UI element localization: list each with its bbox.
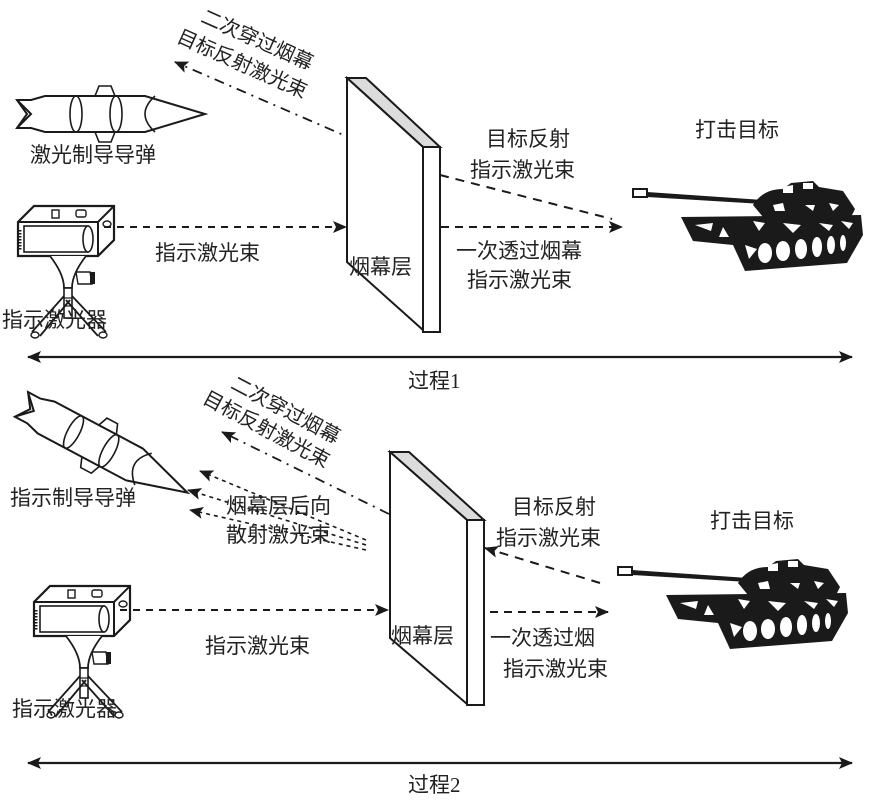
smoke-screen-label: 烟幕层 (391, 624, 454, 648)
process-1-panel: 激光制导导弹 指示激光器 指示激光束 二次穿过烟幕 目标反射激光束 烟幕层 目标… (2, 4, 864, 393)
reflected-label-line1: 目标反射 (486, 127, 570, 151)
smoke-screen-layer (344, 75, 443, 333)
process-2-panel: 指示制导导弹 指示激光器 指示激光束 二次穿过烟幕 目标反射激光束 烟幕层后向 … (7, 371, 853, 797)
designator-label: 指示激光器 (2, 308, 107, 332)
transmitted-label-line2: 指示激光束 (467, 268, 572, 292)
tank-icon (632, 180, 864, 272)
backscatter-label-line2: 散射激光束 (226, 523, 331, 547)
backscatter-label-line1: 烟幕层后向 (226, 494, 331, 518)
missile-label: 指示制导导弹 (10, 486, 136, 510)
designator-label: 指示激光器 (12, 697, 117, 721)
reflected-beam-arrow (484, 546, 601, 584)
smoke-screen-layer (387, 449, 487, 707)
reflected-beam-line (439, 174, 613, 220)
transmitted-label-line2: 指示激光束 (503, 657, 608, 681)
designator-beam-label: 指示激光束 (155, 241, 260, 265)
missile-label: 激光制导导弹 (30, 143, 156, 167)
reflected-label-line2: 指示激光束 (470, 158, 575, 182)
designator-beam-label: 指示激光束 (205, 634, 310, 658)
target-label: 打击目标 (710, 509, 794, 533)
process-1-caption: 过程1 (408, 369, 461, 393)
second-pass-beam-arrow (174, 61, 379, 151)
target-label: 打击目标 (695, 118, 779, 142)
missile-icon (16, 85, 206, 143)
transmitted-label-line1: 一次透过烟 (490, 626, 595, 650)
second-pass-label: 二次穿过烟幕 目标反射激光束 (199, 371, 344, 472)
tank-icon (617, 558, 849, 650)
second-pass-label: 二次穿过烟幕 目标反射激光束 (173, 4, 317, 103)
second-pass-beam-arrow (221, 431, 390, 515)
transmitted-label-line1: 一次透过烟幕 (456, 239, 582, 263)
backscatter-beams (187, 470, 367, 551)
reflected-label-line1: 目标反射 (512, 495, 596, 519)
process-2-caption: 过程2 (408, 773, 461, 797)
reflected-label-line2: 指示激光束 (496, 526, 601, 550)
smoke-screen-label: 烟幕层 (349, 255, 412, 279)
